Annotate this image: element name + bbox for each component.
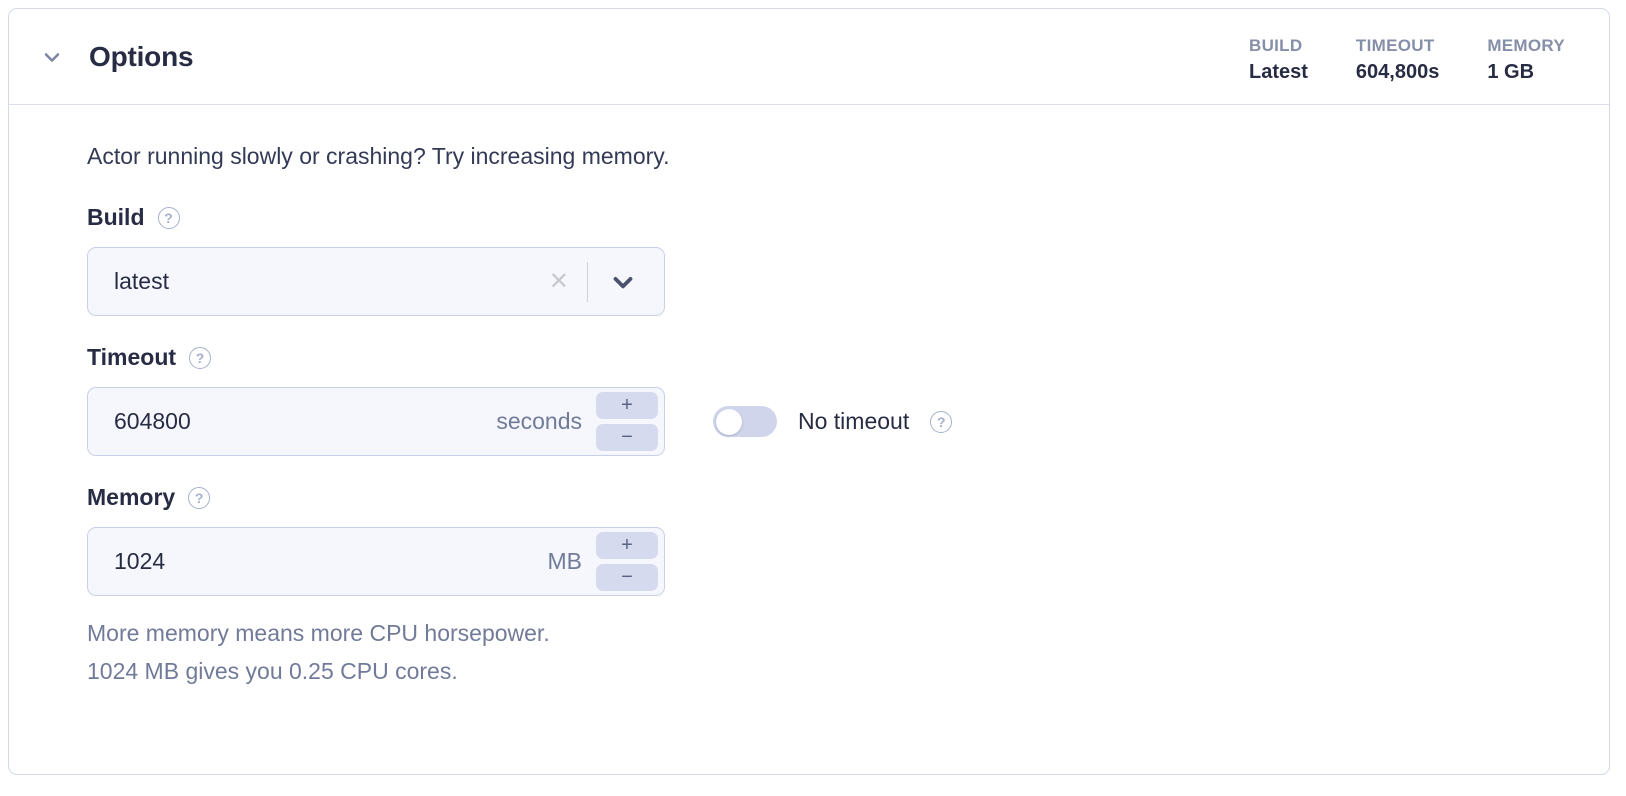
build-clear-icon[interactable]: ✕: [531, 269, 587, 294]
memory-decrement-button[interactable]: −: [596, 564, 658, 591]
build-input[interactable]: [114, 268, 531, 295]
collapse-chevron-icon[interactable]: [39, 44, 65, 70]
stat-build: BUILD Latest: [1249, 36, 1308, 84]
timeout-increment-button[interactable]: +: [596, 392, 658, 419]
timeout-row: seconds + − No timeout ?: [87, 387, 1531, 456]
build-select-divider: [587, 261, 588, 302]
memory-increment-button[interactable]: +: [596, 532, 658, 559]
memory-label: Memory: [87, 484, 176, 510]
build-label: Build: [87, 204, 145, 230]
memory-help-line-2: 1024 MB gives you 0.25 CPU cores.: [87, 658, 458, 684]
no-timeout-row: No timeout ?: [713, 406, 953, 437]
stat-build-label: BUILD: [1249, 35, 1303, 55]
memory-label-row: Memory ?: [87, 484, 1531, 511]
no-timeout-toggle-knob: [716, 408, 742, 435]
timeout-help-icon[interactable]: ?: [189, 346, 212, 369]
options-header-left: Options: [39, 40, 194, 73]
intro-text: Actor running slowly or crashing? Try in…: [87, 143, 670, 169]
no-timeout-help-icon[interactable]: ?: [930, 410, 953, 433]
stat-timeout-label: TIMEOUT: [1355, 35, 1435, 55]
timeout-input-box: seconds + −: [87, 387, 665, 456]
timeout-label-row: Timeout ?: [87, 344, 1531, 371]
stat-memory-label: MEMORY: [1487, 35, 1565, 55]
timeout-label: Timeout: [87, 344, 177, 370]
memory-input[interactable]: [114, 548, 540, 575]
no-timeout-label: No timeout: [798, 408, 910, 434]
timeout-decrement-button[interactable]: −: [596, 424, 658, 451]
memory-help-icon[interactable]: ?: [188, 486, 211, 509]
timeout-stepper: + −: [596, 392, 658, 451]
no-timeout-toggle[interactable]: [713, 406, 777, 437]
build-label-row: Build ?: [87, 204, 1531, 231]
stat-timeout: TIMEOUT 604,800s: [1356, 36, 1439, 84]
memory-help-text: More memory means more CPU horsepower. 1…: [87, 614, 1531, 690]
memory-field: Memory ? MB + − More memory means more C…: [87, 484, 1531, 690]
timeout-field: Timeout ? seconds + − No timeout: [87, 344, 1531, 456]
options-summary-stats: BUILD Latest TIMEOUT 604,800s MEMORY 1 G…: [1249, 30, 1565, 84]
timeout-unit-label: seconds: [496, 408, 582, 434]
memory-unit-label: MB: [547, 548, 583, 574]
memory-input-box: MB + −: [87, 527, 665, 596]
options-body: Actor running slowly or crashing? Try in…: [9, 105, 1609, 690]
build-field: Build ? ✕: [87, 204, 1531, 316]
stat-build-value: Latest: [1249, 60, 1308, 83]
build-help-icon[interactable]: ?: [157, 206, 180, 229]
build-dropdown-chevron-icon[interactable]: [588, 267, 658, 297]
stat-memory-value: 1 GB: [1487, 60, 1535, 83]
build-select[interactable]: ✕: [87, 247, 665, 316]
memory-help-line-1: More memory means more CPU horsepower.: [87, 620, 550, 646]
options-panel: Options BUILD Latest TIMEOUT 604,800s ME…: [8, 8, 1610, 775]
options-title: Options: [89, 40, 194, 72]
stat-timeout-value: 604,800s: [1355, 60, 1440, 83]
options-header: Options BUILD Latest TIMEOUT 604,800s ME…: [9, 9, 1609, 105]
memory-stepper: + −: [596, 532, 658, 591]
stat-memory: MEMORY 1 GB: [1487, 36, 1565, 84]
timeout-input[interactable]: [114, 408, 489, 435]
